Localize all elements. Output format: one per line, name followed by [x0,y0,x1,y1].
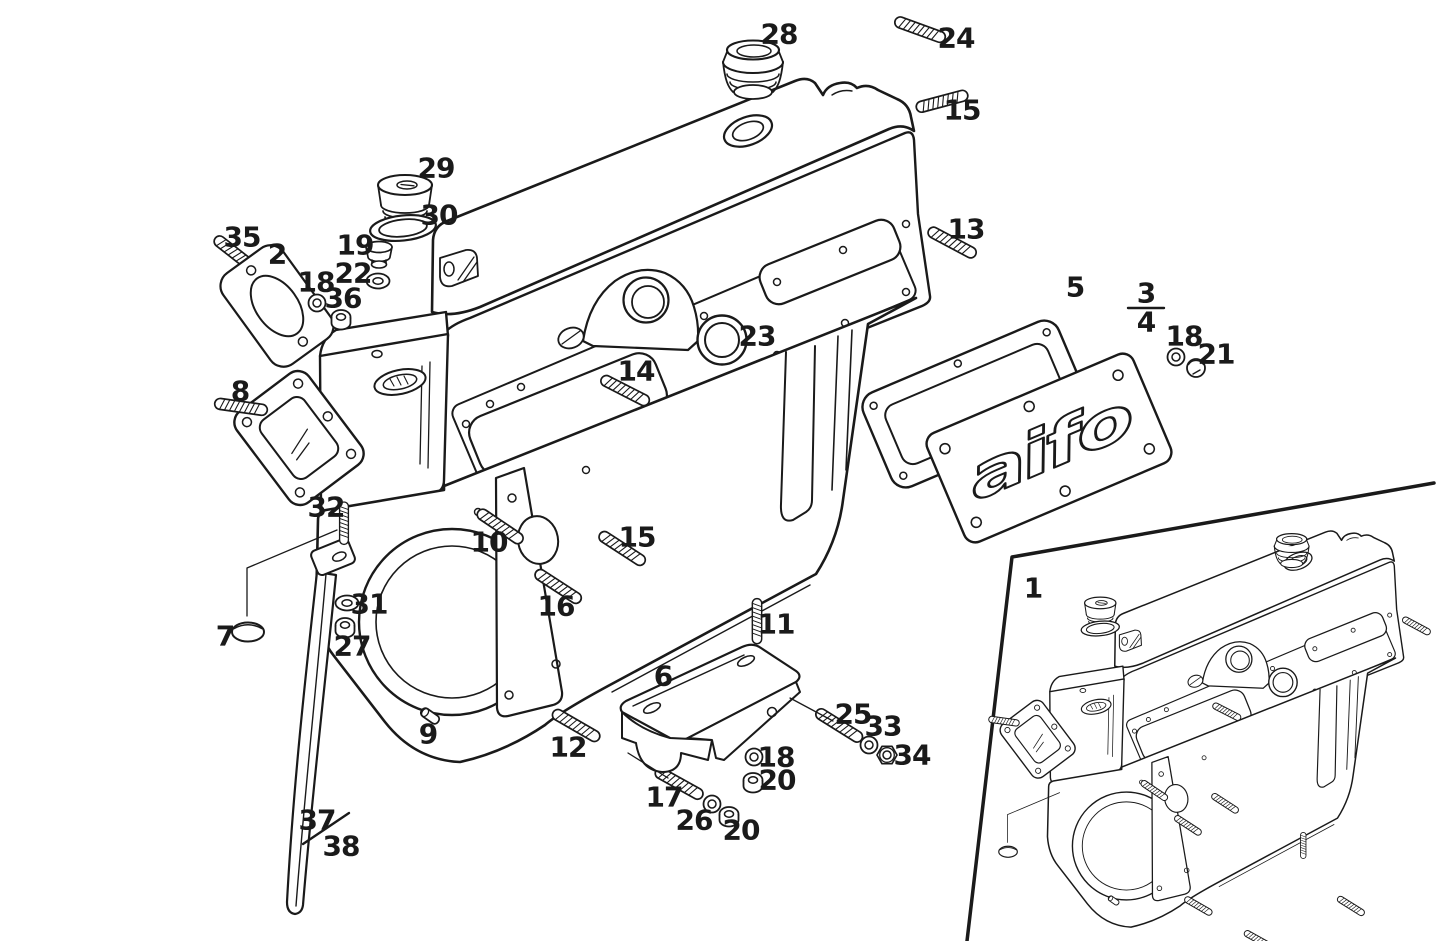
callout-32: 32 [308,491,345,524]
callout-28: 28 [761,18,798,51]
callout-34: 34 [894,739,931,772]
callout-26: 26 [676,804,713,837]
callout-7: 7 [216,620,234,653]
callout-8: 8 [231,375,249,408]
callout-25: 25 [835,698,872,731]
callout-18: 18 [1166,320,1203,353]
callout-31: 31 [351,588,388,621]
dipstick-tube [285,537,356,916]
inset-frame [965,481,1436,941]
callout-30: 30 [421,199,458,232]
callout-18: 18 [298,266,335,299]
callout-15: 15 [944,94,981,127]
callout-5: 5 [1066,271,1084,304]
callout-9: 9 [419,718,437,751]
callout-4: 4 [1137,306,1156,339]
callout-21: 21 [1198,338,1235,371]
callout-14: 14 [618,355,655,388]
callout-13: 13 [948,213,985,246]
gasket-2 [219,244,335,368]
callout-29: 29 [418,152,455,185]
callout-36: 36 [325,282,362,315]
callout-6: 6 [654,660,672,693]
callout-3: 3 [1137,277,1155,310]
callout-1: 1 [1024,572,1042,605]
fraction-slash-37-38 [301,811,351,846]
callout-35: 35 [224,221,261,254]
callout-38: 38 [323,830,360,863]
callout-22: 22 [335,257,372,290]
callout-2: 2 [268,238,286,271]
callout-23: 23 [739,320,776,353]
callout-20: 20 [759,764,796,797]
callout-37: 37 [299,804,336,837]
callout-10: 10 [471,526,508,559]
callout-12: 12 [550,731,587,764]
callout-15: 15 [619,521,656,554]
leader-lines [627,697,834,779]
callout-16: 16 [538,590,575,623]
callout-33: 33 [865,710,902,743]
callout-18: 18 [758,741,795,774]
callout-11: 11 [758,608,795,641]
callout-24: 24 [938,22,975,55]
callout-17: 17 [646,781,683,814]
callout-19: 19 [337,229,374,262]
callout-27: 27 [334,630,371,663]
callout-20: 20 [723,814,760,847]
main-view: aifo [210,14,1207,916]
inset-view [965,481,1436,941]
